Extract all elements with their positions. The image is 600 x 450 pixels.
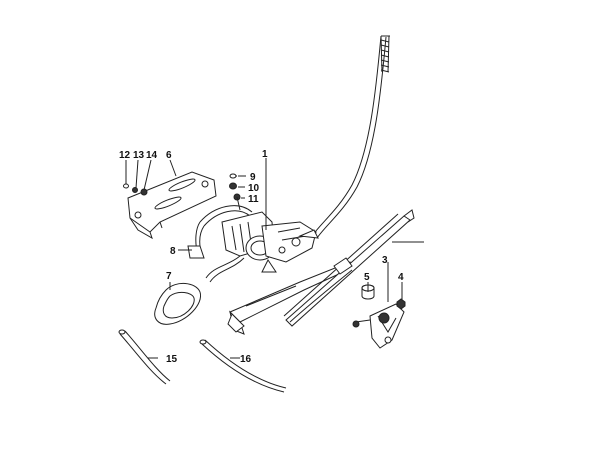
small-hardware-right: [229, 173, 241, 211]
label-16: 16: [240, 354, 252, 365]
wiper-spindle: [352, 303, 405, 349]
label-15: 15: [166, 354, 178, 365]
hardware-leader-ticks: [238, 175, 246, 199]
label-14: 14: [146, 150, 158, 161]
label-4: 4: [398, 272, 404, 283]
label-8: 8: [170, 246, 176, 257]
mounting-bracket: [127, 171, 217, 240]
label-11: 11: [248, 194, 259, 205]
label-12: 12: [119, 150, 131, 161]
label-13: 13: [133, 150, 145, 161]
drive-cable: [311, 35, 390, 239]
leader-lines: [125, 158, 403, 359]
label-1: 1: [262, 149, 268, 160]
label-5: 5: [364, 272, 370, 283]
part-labels: 1 3 5 4 12 13 14 6 9 10 11 8 7 15 16: [119, 149, 404, 365]
sealing-ring: [154, 283, 202, 325]
label-6: 6: [166, 150, 172, 161]
wiper-blade: [283, 209, 424, 327]
small-hardware-left: [123, 183, 148, 196]
wiper-motor: [205, 211, 319, 283]
nut: [396, 298, 406, 310]
label-9: 9: [250, 172, 256, 183]
label-7: 7: [166, 271, 172, 282]
washer-hose-16: [199, 339, 287, 393]
label-10: 10: [248, 183, 260, 194]
wiper-arm: [227, 261, 353, 335]
washer-hose-15: [118, 329, 171, 385]
clamp-strap: [187, 205, 253, 259]
label-3: 3: [382, 255, 388, 266]
